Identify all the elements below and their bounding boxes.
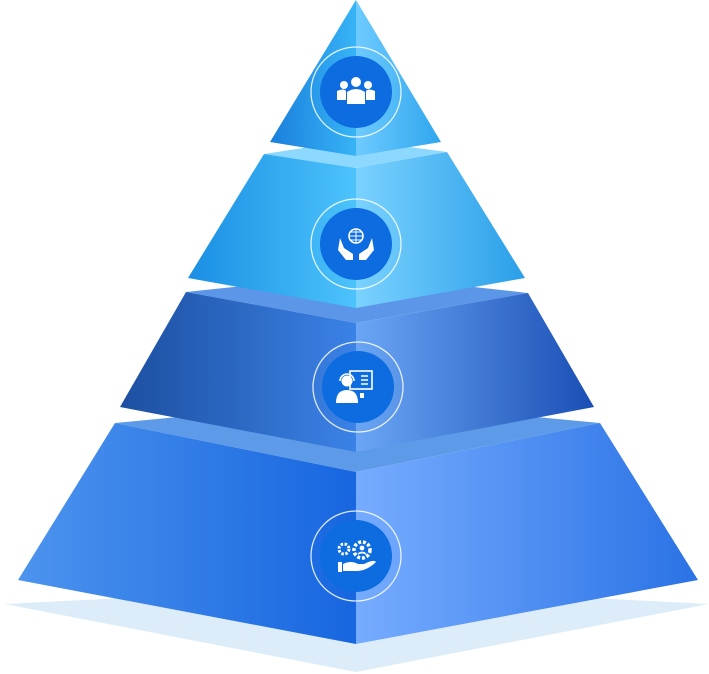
tier-3-badge: [312, 341, 404, 433]
service-gears-hand-icon: [337, 540, 376, 572]
hands-globe-icon: [338, 228, 374, 260]
tier-4-right-face: [356, 423, 698, 644]
tier-2-left-face: [188, 154, 356, 308]
tier-2-right-face: [356, 152, 525, 308]
tier-1-badge: [310, 46, 402, 138]
customer-support-icon: [336, 370, 373, 403]
tier-3-left-face: [120, 292, 356, 452]
tier-3-right-face: [356, 293, 594, 452]
tier-4-badge: [310, 510, 402, 602]
tier-2-badge: [310, 198, 402, 290]
team-icon: [337, 77, 375, 104]
tier-4-left-face: [18, 423, 356, 644]
